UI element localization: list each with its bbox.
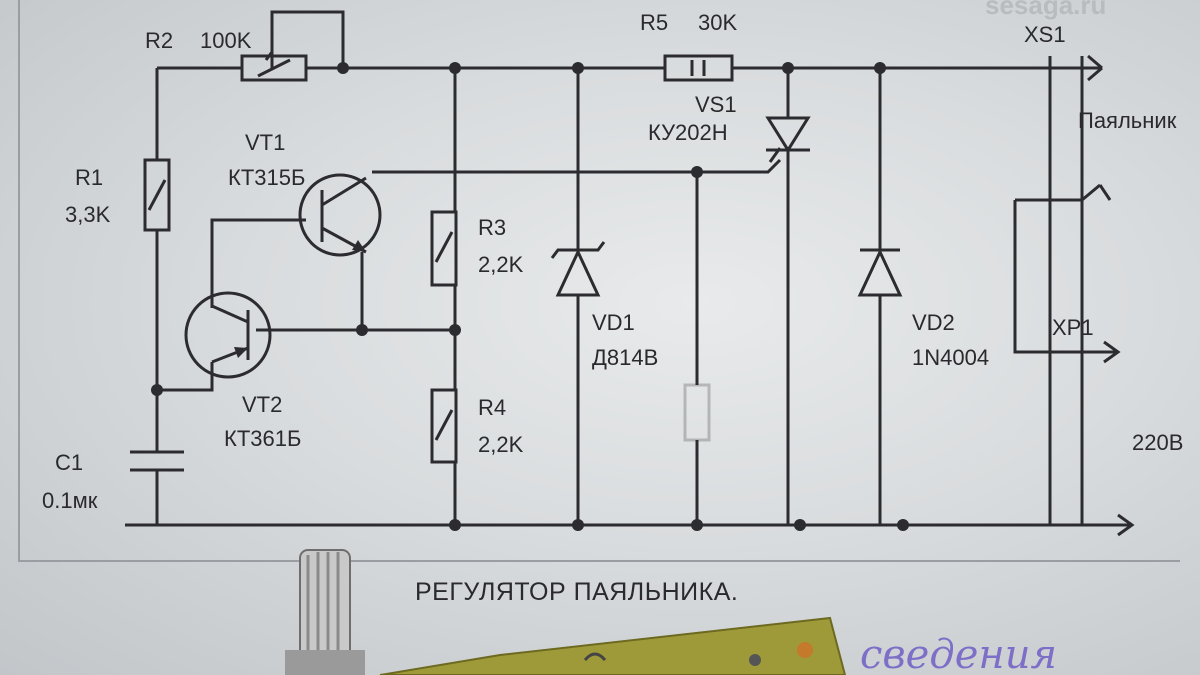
label-vt2-part: КТ361Б	[224, 426, 301, 451]
resistor-r4	[430, 388, 458, 464]
label-r5-name: R5	[640, 10, 668, 35]
thyristor-vs1	[765, 116, 811, 163]
label-vd1-part: Д814В	[592, 345, 658, 370]
label-r3-name: R3	[478, 215, 506, 240]
caption: РЕГУЛЯТОР ПАЯЛЬНИКА.	[415, 578, 738, 606]
label-r4-name: R4	[478, 395, 506, 420]
junctions	[151, 62, 909, 531]
diode-vd2	[857, 248, 903, 297]
resistor-r5	[663, 54, 734, 82]
faded-resistor	[683, 383, 711, 442]
label-r3-value: 2,2K	[478, 252, 524, 277]
resistor-r3	[430, 210, 458, 287]
potentiometer-r2	[240, 54, 308, 82]
label-vd2-name: VD2	[912, 310, 955, 335]
resistor-r1	[143, 158, 171, 232]
potentiometer-knob	[285, 549, 365, 675]
label-soldering-iron: Паяльник	[1078, 108, 1177, 133]
label-r2-name: R2	[145, 28, 173, 53]
label-xs1: XS1	[1024, 22, 1066, 47]
transistor-vt1	[298, 173, 382, 257]
label-vt2-name: VT2	[242, 392, 282, 417]
label-c1-name: C1	[55, 450, 83, 475]
paper-sheet-edge	[18, 0, 1180, 562]
label-vs1-part: КУ202Н	[648, 120, 728, 145]
transistor-vt2	[184, 291, 272, 379]
label-vt1-part: КТ315Б	[228, 165, 305, 190]
label-vd1-name: VD1	[592, 310, 635, 335]
zener-diode-vd1	[550, 241, 606, 297]
capacitor-c1	[130, 450, 184, 472]
label-mains: 220В	[1132, 430, 1183, 455]
label-vs1-name: VS1	[695, 92, 737, 117]
pcb-board	[379, 616, 847, 675]
label-r4-value: 2,2K	[478, 432, 524, 457]
label-r1-name: R1	[75, 165, 103, 190]
handwritten-note: сведения	[860, 632, 1057, 675]
label-r5-value: 30K	[698, 10, 737, 35]
label-xp1: XP1	[1052, 315, 1094, 340]
watermark: sesaga.ru	[985, 0, 1106, 20]
label-r2-value: 100K	[200, 28, 252, 53]
label-vt1-name: VT1	[245, 130, 285, 155]
label-vd2-part: 1N4004	[912, 345, 989, 370]
wires	[125, 10, 1135, 537]
label-c1-value: 0.1мк	[42, 488, 98, 513]
label-r1-value: 3,3K	[65, 202, 111, 227]
